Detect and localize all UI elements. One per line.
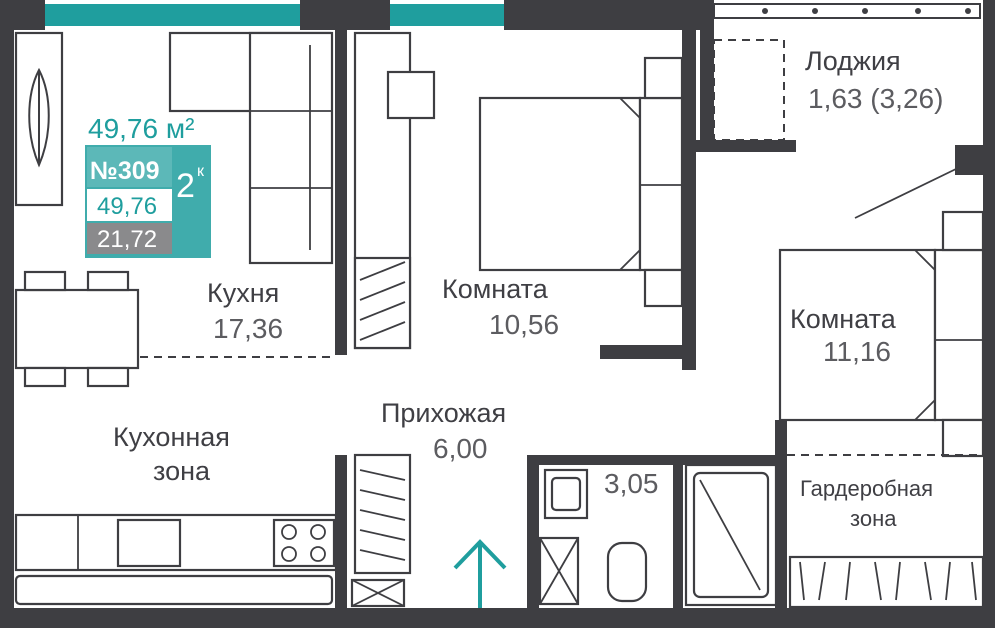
room-labels: Кухня 17,36 Кухонная зона Комната 10,56 … xyxy=(113,46,943,531)
room2-area: 11,16 xyxy=(823,336,891,367)
rooms-suffix: к xyxy=(197,163,205,180)
wardrobe-line1: Гардеробная xyxy=(800,476,933,501)
kitchen-zone-line2: зона xyxy=(153,456,211,486)
rooms-count: 2 xyxy=(176,167,195,205)
furniture xyxy=(14,31,985,609)
area-total-small: 49,76 xyxy=(97,193,157,220)
bathroom-area: 3,05 xyxy=(604,468,659,499)
room1-name: Комната xyxy=(442,274,549,304)
windows xyxy=(45,3,981,26)
kitchen-area: 17,36 xyxy=(213,313,283,344)
hall-area: 6,00 xyxy=(433,433,488,464)
room2-name: Комната xyxy=(790,304,897,334)
kitchen-name: Кухня xyxy=(207,278,279,308)
apartment-number: №309 xyxy=(90,157,160,185)
room1-area: 10,56 xyxy=(489,309,559,340)
apartment-info-badge: 49,76 м² №309 2 к 49,76 21,72 xyxy=(85,113,211,258)
total-area-label: 49,76 м² xyxy=(88,113,194,144)
wardrobe-line2: зона xyxy=(850,506,897,531)
area-living: 21,72 xyxy=(97,226,157,253)
hall-name: Прихожая xyxy=(381,398,506,428)
loggia-area: 1,63 (3,26) xyxy=(808,83,943,114)
kitchen-zone-line1: Кухонная xyxy=(113,422,230,452)
loggia-name: Лоджия xyxy=(805,46,901,76)
entrance-arrow-icon xyxy=(453,539,507,608)
